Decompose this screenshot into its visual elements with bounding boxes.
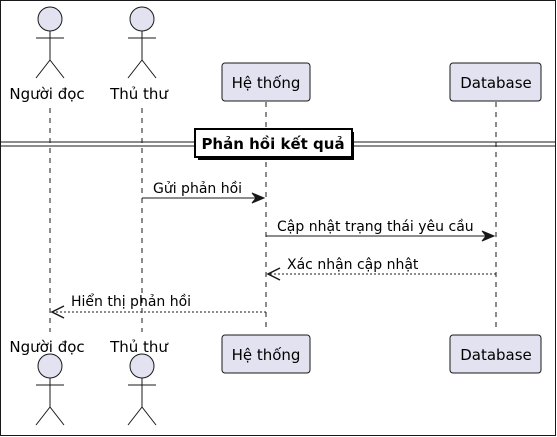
participant-database-label: Database [460,346,532,364]
arrow-left-icon [50,305,65,319]
message-label: Gửi phản hồi [153,180,242,197]
message-confirm-update: Xác nhận cập nhật [266,257,496,281]
participant-system-label: Hệ thống [232,74,301,92]
stick-figure-icon [35,6,65,79]
message-label: Cập nhật trạng thái yêu cầu [277,219,474,235]
message-display-feedback: Hiển thị phản hồi [50,293,266,319]
actor-reader-top: Người đọc [9,6,85,103]
arrow-left-icon [266,267,281,281]
message-label: Hiển thị phản hồi [71,293,191,310]
actor-librarian-label: Thủ thư [109,85,169,103]
divider-label: Phản hồi kết quả [201,134,344,153]
participant-database-bottom: Database [449,334,542,374]
divider: Phản hồi kết quả [1,128,555,160]
arrow-right-icon [481,230,496,242]
actor-reader-label: Người đọc [9,85,84,103]
message-update-status: Cập nhật trạng thái yêu cầu [266,219,496,242]
participant-database-label: Database [460,74,532,92]
participant-database-top: Database [449,62,542,102]
actor-librarian-label: Thủ thư [109,338,169,356]
actor-reader-label: Người đọc [9,338,84,356]
stick-figure-icon [35,353,65,426]
participant-system-bottom: Hệ thống [221,334,311,374]
actor-reader-bottom: Người đọc [9,338,85,426]
stick-figure-icon [127,6,157,79]
message-send-feedback: Gửi phản hồi [142,180,266,204]
actor-librarian-top: Thủ thư [109,6,169,103]
arrow-right-icon [251,192,266,204]
actor-librarian-bottom: Thủ thư [109,338,169,426]
message-label: Xác nhận cập nhật [287,257,419,273]
participant-system-label: Hệ thống [232,346,301,364]
participant-system-top: Hệ thống [221,62,311,102]
stick-figure-icon [127,353,157,426]
